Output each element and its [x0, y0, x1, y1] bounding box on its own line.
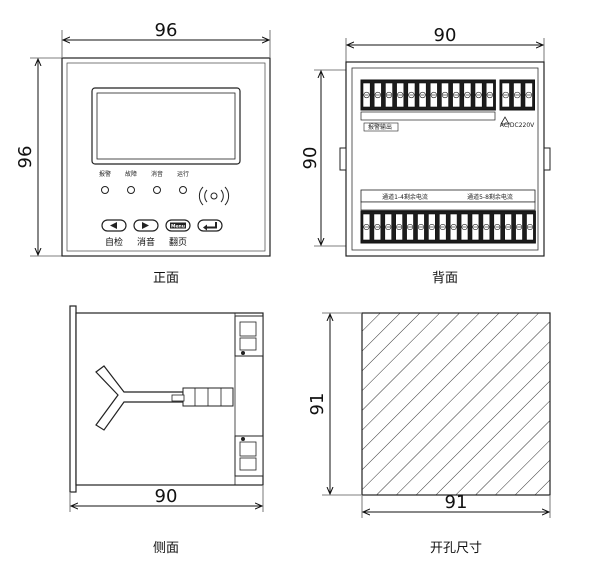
bottom-terminal-block — [360, 210, 536, 244]
back-caption: 背面 — [432, 271, 458, 286]
terminal-screw — [417, 213, 425, 241]
terminal-screw — [452, 82, 461, 108]
bottom-strip-left: 通道1-4剩余电流 — [382, 193, 428, 201]
bottom-strip-right: 通道5-8剩余电流 — [467, 193, 513, 201]
front-height-dim: 96 — [15, 146, 36, 169]
front-buttons: Menu 自检 消音 翻页 — [101, 219, 223, 248]
power-label: AC/DC220V — [500, 122, 535, 129]
terminal-screw — [460, 213, 469, 241]
led-run — [179, 186, 187, 194]
mute-label: 消音 — [137, 236, 155, 248]
terminal-screw — [362, 82, 371, 108]
terminal-screw — [501, 82, 510, 108]
right-arrow-icon — [142, 222, 149, 229]
led-label-alarm: 报警 — [99, 170, 111, 178]
led-fault — [127, 186, 135, 194]
terminal-screw — [504, 213, 512, 241]
terminal-screw — [441, 82, 449, 108]
cutout-height-dim: 91 — [307, 393, 328, 416]
back-view: 90 90 报警输出 AC/DC220V 通道1-4剩余电流 通道5-8剩余电流… — [300, 25, 551, 286]
enter-icon — [206, 222, 217, 229]
terminal-screw — [373, 213, 382, 241]
front-caption: 正面 — [153, 271, 179, 286]
terminal-screw — [407, 82, 416, 108]
terminal-screw — [515, 213, 523, 241]
terminal-screw — [482, 213, 491, 241]
side-caption: 侧面 — [153, 541, 179, 556]
top-terminal-block — [360, 79, 535, 111]
terminal-screw — [362, 213, 371, 241]
terminal-screw — [463, 82, 472, 108]
panel-cutout — [361, 312, 551, 496]
front-width-dim: 96 — [155, 20, 178, 41]
left-arrow-icon — [110, 222, 117, 229]
back-height-dim: 90 — [300, 147, 321, 170]
terminal-screw — [428, 213, 436, 241]
terminal-screw — [396, 82, 405, 108]
menu-key-label: Menu — [171, 224, 185, 230]
terminal-screw — [385, 82, 393, 108]
led-alarm — [101, 186, 109, 194]
led-mute — [153, 186, 161, 194]
cutout-view: 91 91 开孔尺寸 — [307, 312, 551, 556]
led-row: 报警 故障 消音 运行 — [99, 170, 189, 194]
led-label-run: 运行 — [177, 170, 189, 178]
terminal-screw — [524, 82, 533, 108]
mounting-clamp — [95, 365, 234, 431]
terminal-screw — [471, 213, 480, 241]
side-bezel — [69, 305, 77, 493]
top-strip-label: 报警输出 — [368, 123, 392, 131]
terminal-screw — [373, 82, 382, 108]
enter-button[interactable] — [197, 219, 223, 232]
terminal-screw — [485, 82, 494, 108]
terminal-screw — [493, 213, 501, 241]
side-width-dim: 90 — [155, 486, 178, 507]
terminal-screw — [449, 213, 458, 241]
lcd-screen — [91, 87, 241, 165]
front-view: 96 96 报警 故障 消音 运行 — [15, 20, 271, 286]
led-label-fault: 故障 — [125, 170, 137, 178]
terminal-screw — [429, 82, 438, 108]
terminal-screw — [406, 213, 414, 241]
side-view: 90 侧面 — [69, 305, 264, 556]
wireless-icon — [198, 186, 230, 206]
menu-key-icon — [170, 222, 186, 229]
cutout-width-dim: 91 — [445, 492, 468, 513]
terminal-screw — [384, 213, 392, 241]
cutout-caption: 开孔尺寸 — [430, 541, 482, 556]
terminal-screw — [474, 82, 483, 108]
warning-icon — [500, 116, 510, 125]
terminal-screw — [526, 213, 534, 241]
selftest-label: 自检 — [105, 236, 123, 248]
terminal-screw — [438, 213, 447, 241]
led-label-mute: 消音 — [151, 170, 163, 178]
terminal-screw — [513, 82, 522, 108]
back-width-dim: 90 — [434, 25, 457, 46]
terminal-screw — [395, 213, 403, 241]
terminal-screw — [418, 82, 427, 108]
page-label: 翻页 — [169, 237, 187, 248]
